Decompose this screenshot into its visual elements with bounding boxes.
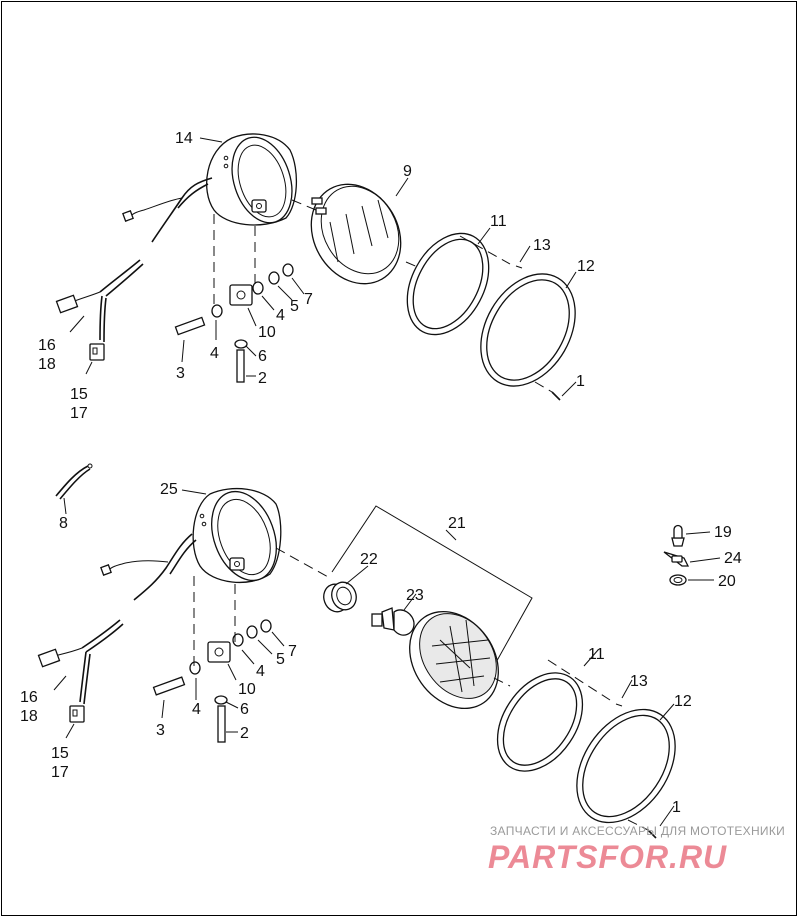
- lower-trim-ring: [576, 708, 676, 824]
- upper-callout-4a: 4: [210, 345, 219, 362]
- upper-retaining-ring: [406, 232, 490, 336]
- watermark-tagline: ЗАПЧАСТИ И АКСЕССУАРЫ ДЛЯ МОТОТЕХНИКИ: [490, 824, 785, 838]
- lower-callout-8: 8: [59, 515, 68, 532]
- lower-callout-5: 5: [276, 651, 285, 668]
- lower-callout-13: 13: [630, 673, 648, 690]
- upper-callout-16: 16: [38, 337, 56, 354]
- lower-callout-17: 17: [51, 764, 69, 781]
- upper-sealed-beam: [310, 183, 402, 285]
- upper-callout-7: 7: [304, 291, 313, 308]
- upper-mount-hardware: [174, 263, 294, 383]
- upper-callout-15: 15: [70, 386, 88, 403]
- lower-headlamp-housing: [192, 487, 282, 584]
- upper-callout-12: 12: [577, 258, 595, 275]
- lower-callout-25: 25: [160, 481, 178, 498]
- upper-callout-2: 2: [258, 370, 267, 387]
- watermark-logo: PARTSFOR.RU: [488, 839, 727, 875]
- lower-callout-12: 12: [674, 693, 692, 710]
- upper-screws: [515, 265, 561, 401]
- upper-callout-11: 11: [490, 213, 507, 230]
- lower-bulb: [371, 607, 415, 636]
- upper-callouts: 14 9 11 13 12 1 16 18 15 17 3 4 6 2 10 4…: [38, 130, 595, 422]
- upper-callout-14: 14: [175, 130, 193, 147]
- upper-callout-9: 9: [403, 163, 412, 180]
- lower-callout-15: 15: [51, 745, 69, 762]
- lower-assembly-lines: [193, 547, 649, 831]
- lower-callout-18: 18: [20, 708, 38, 725]
- lower-socket: [323, 581, 357, 613]
- upper-assembly: 14 9 11 13 12 1 16 18 15 17 3 4 6 2 10 4…: [38, 130, 595, 422]
- lower-callouts: 8 25 21 22 23 19 24 20 11 13 12 1 16 18 …: [20, 481, 742, 816]
- upper-callout-5: 5: [290, 298, 299, 315]
- lower-callout-23: 23: [406, 587, 424, 604]
- watermark: ЗАПЧАСТИ И АКСЕССУАРЫ ДЛЯ МОТОТЕХНИКИ PA…: [488, 824, 785, 875]
- upper-callout-1: 1: [576, 373, 585, 390]
- lower-small-wire: [55, 463, 93, 500]
- lower-mount-hardware: [152, 619, 272, 743]
- upper-callout-13: 13: [533, 237, 551, 254]
- lower-callout-1: 1: [672, 799, 681, 816]
- upper-trim-ring: [480, 273, 576, 387]
- upper-assembly-lines: [213, 199, 553, 393]
- lower-callout-19: 19: [714, 524, 732, 541]
- upper-callout-17: 17: [70, 405, 88, 422]
- lower-callout-4b: 4: [256, 663, 265, 680]
- lower-lamp-assembly-bracket: [331, 505, 533, 667]
- lower-callout-7: 7: [288, 643, 297, 660]
- lower-callout-22: 22: [360, 551, 378, 568]
- upper-callout-18: 18: [38, 356, 56, 373]
- lower-callout-4a: 4: [192, 701, 201, 718]
- upper-callout-4b: 4: [276, 307, 285, 324]
- lower-wire-harness: [37, 533, 197, 723]
- lower-side-parts: [663, 524, 690, 586]
- upper-headlamp-housing: [206, 133, 298, 226]
- lower-callout-10: 10: [238, 681, 256, 698]
- lower-callout-3: 3: [156, 722, 165, 739]
- upper-callout-3: 3: [176, 365, 185, 382]
- lower-callout-21: 21: [448, 515, 466, 532]
- lower-screws: [615, 703, 657, 839]
- upper-callout-6: 6: [258, 348, 267, 365]
- upper-callout-10: 10: [258, 324, 276, 341]
- lower-callout-24: 24: [724, 550, 742, 567]
- lower-callout-11: 11: [588, 646, 605, 663]
- lower-callout-16: 16: [20, 689, 38, 706]
- lower-lamp-unit: [409, 610, 499, 710]
- upper-wire-harness: [55, 177, 213, 361]
- lower-callout-20: 20: [718, 573, 736, 590]
- lower-callout-6: 6: [240, 701, 249, 718]
- lower-leader-lines: [53, 489, 721, 827]
- lower-retaining-ring: [496, 672, 584, 772]
- lower-assembly: 8 25 21 22 23 19 24 20 11 13 12 1 16 18 …: [20, 463, 742, 839]
- upper-leader-lines: [69, 137, 577, 397]
- lower-callout-2: 2: [240, 725, 249, 742]
